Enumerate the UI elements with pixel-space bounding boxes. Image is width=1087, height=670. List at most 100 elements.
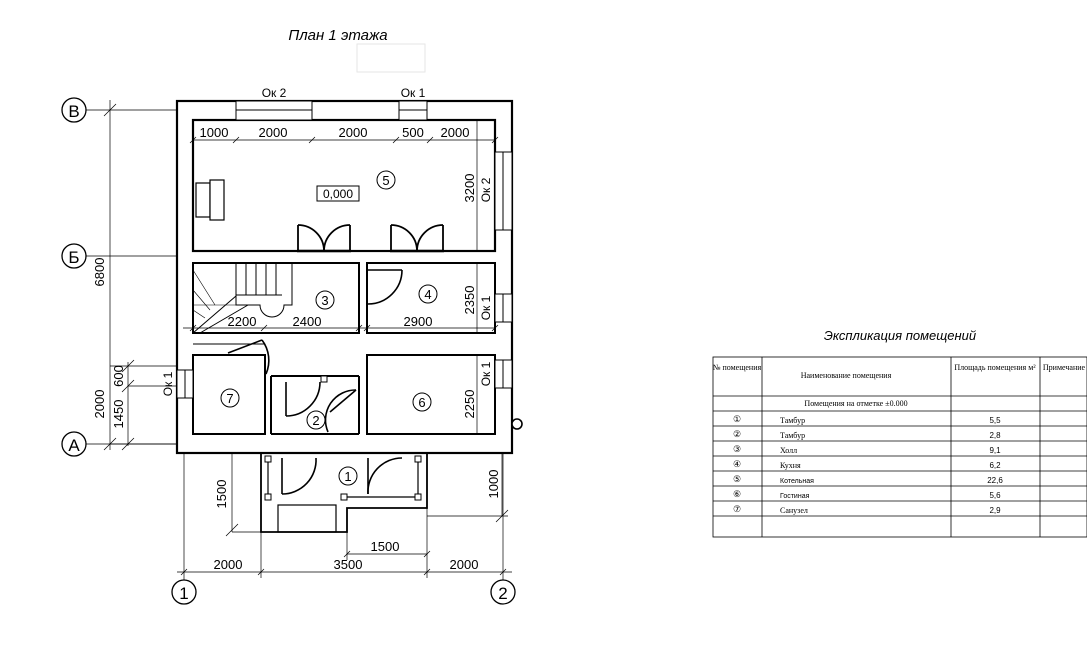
dim-porch-left: 1500 bbox=[214, 480, 229, 509]
dim-left-b: 1450 bbox=[111, 400, 126, 429]
dim-top-5: 2000 bbox=[441, 125, 470, 140]
dim-bottom-3: 2000 bbox=[450, 557, 479, 572]
dim-top-4: 500 bbox=[402, 125, 424, 140]
dim-top-1: 1000 bbox=[200, 125, 229, 140]
dim-mid-2: 2400 bbox=[293, 314, 322, 329]
dim-porch-right: 1000 bbox=[486, 470, 501, 499]
svg-text:⑦: ⑦ bbox=[733, 504, 741, 514]
header-number: № помещения bbox=[713, 363, 762, 372]
porch-dimensions bbox=[225, 453, 509, 560]
svg-text:⑤: ⑤ bbox=[733, 474, 741, 484]
dim-left-a: 2000 bbox=[92, 390, 107, 419]
mid-dimension-line bbox=[183, 324, 499, 332]
svg-text:2,9: 2,9 bbox=[989, 506, 1001, 515]
boiler-icon bbox=[195, 179, 225, 221]
svg-text:2,8: 2,8 bbox=[989, 431, 1001, 440]
table-row: ③ Холл 9,1 bbox=[733, 444, 1001, 455]
table-row: ⑦ Санузел 2,9 bbox=[733, 504, 1001, 515]
axis-markers: В Б А 1 2 bbox=[61, 97, 516, 605]
header-area: Площадь помещения м² bbox=[954, 363, 1036, 372]
window-label-right-top: Ок 2 bbox=[479, 177, 493, 202]
window-label-top-right: Ок 1 bbox=[401, 86, 426, 100]
header-name: Наименование помещения bbox=[801, 371, 892, 380]
axis-lines bbox=[86, 109, 504, 580]
bottom-dimensions bbox=[177, 508, 512, 578]
svg-text:9,1: 9,1 bbox=[989, 446, 1001, 455]
svg-text:①: ① bbox=[733, 414, 741, 424]
table-row: ④ Кухня 6,2 bbox=[733, 459, 1001, 470]
svg-text:5,5: 5,5 bbox=[989, 416, 1001, 425]
axis-label-2: 2 bbox=[498, 584, 507, 603]
dim-bottom-2: 3500 bbox=[334, 557, 363, 572]
svg-text:5: 5 bbox=[382, 173, 389, 188]
window-label-right-low: Ок 1 bbox=[479, 361, 493, 386]
svg-text:③: ③ bbox=[733, 444, 741, 454]
svg-text:5,6: 5,6 bbox=[989, 491, 1001, 500]
dim-r4-height: 2350 bbox=[462, 286, 477, 315]
explication-headers: № помещения Наименование помещения Площа… bbox=[713, 363, 1086, 380]
double-door-left-icon bbox=[297, 224, 351, 253]
svg-text:Гостиная: Гостиная bbox=[780, 493, 810, 500]
explication-table bbox=[712, 356, 1087, 538]
window-label-top-left: Ок 2 bbox=[262, 86, 287, 100]
window-label-right-mid: Ок 1 bbox=[479, 295, 493, 320]
door-room-2-icon bbox=[285, 375, 357, 433]
svg-text:④: ④ bbox=[733, 459, 741, 469]
level-mark: 0,000 bbox=[323, 187, 353, 201]
door-porch-icon bbox=[281, 457, 403, 495]
svg-text:6,2: 6,2 bbox=[989, 461, 1001, 470]
svg-text:3: 3 bbox=[321, 293, 328, 308]
room-6-walls bbox=[366, 354, 496, 435]
dim-porch-width: 1500 bbox=[371, 539, 400, 554]
explication-title: Экспликация помещений bbox=[824, 328, 976, 343]
porch-posts bbox=[264, 455, 422, 501]
explication-rows: ① Тамбур 5,5 ② Тамбур 2,8 ③ Холл 9,1 ④ К… bbox=[733, 414, 1003, 515]
dim-left-c: 600 bbox=[111, 365, 126, 387]
svg-text:1: 1 bbox=[344, 469, 351, 484]
svg-text:Кухня: Кухня bbox=[780, 461, 801, 470]
axis-label-1: 1 bbox=[179, 584, 188, 603]
svg-text:4: 4 bbox=[424, 287, 431, 302]
svg-text:Санузел: Санузел bbox=[780, 506, 808, 515]
plan-title: План 1 этажа bbox=[288, 27, 387, 44]
svg-text:Тамбур: Тамбур bbox=[780, 431, 805, 440]
dim-top-2: 2000 bbox=[259, 125, 288, 140]
table-row: ⑥ Гостиная 5,6 bbox=[733, 489, 1001, 500]
svg-text:②: ② bbox=[733, 429, 741, 439]
table-row: ⑤ Котельная 22,6 bbox=[733, 474, 1003, 485]
window-label-left-low: Ок 1 bbox=[161, 371, 175, 396]
table-row: ① Тамбур 5,5 bbox=[733, 414, 1001, 425]
title-stamp-box bbox=[356, 43, 426, 73]
room-marks: 5 3 4 7 6 2 1 bbox=[220, 170, 438, 486]
table-row: ② Тамбур 2,8 bbox=[733, 429, 1001, 440]
dim-top-3: 2000 bbox=[339, 125, 368, 140]
dim-bottom-1: 2000 bbox=[214, 557, 243, 572]
left-dimensions bbox=[103, 100, 176, 451]
svg-text:2: 2 bbox=[312, 413, 319, 428]
top-dimension-line bbox=[189, 136, 499, 144]
dim-r6-height: 2250 bbox=[462, 390, 477, 419]
axis-label-a: А bbox=[68, 436, 80, 455]
dim-left-total: 6800 bbox=[92, 258, 107, 287]
svg-text:7: 7 bbox=[226, 391, 233, 406]
header-note: Примечание bbox=[1043, 363, 1086, 372]
svg-text:⑥: ⑥ bbox=[733, 489, 741, 499]
porch-walls bbox=[260, 453, 428, 533]
dim-mid-1: 2200 bbox=[228, 314, 257, 329]
svg-text:Тамбур: Тамбур bbox=[780, 416, 805, 425]
svg-text:Холл: Холл bbox=[780, 446, 797, 455]
axis-label-v: В bbox=[68, 102, 79, 121]
wall-outlet-icon bbox=[511, 418, 523, 430]
right-windows bbox=[176, 151, 513, 399]
dim-r5-height: 3200 bbox=[462, 174, 477, 203]
top-windows bbox=[235, 100, 428, 121]
staircase-icon bbox=[192, 263, 293, 334]
svg-text:6: 6 bbox=[418, 395, 425, 410]
door-room-4-icon bbox=[367, 269, 403, 305]
svg-text:22,6: 22,6 bbox=[987, 476, 1003, 485]
door-room-7-icon bbox=[227, 339, 270, 375]
axis-label-b: Б bbox=[68, 248, 79, 267]
dim-mid-3: 2900 bbox=[404, 314, 433, 329]
